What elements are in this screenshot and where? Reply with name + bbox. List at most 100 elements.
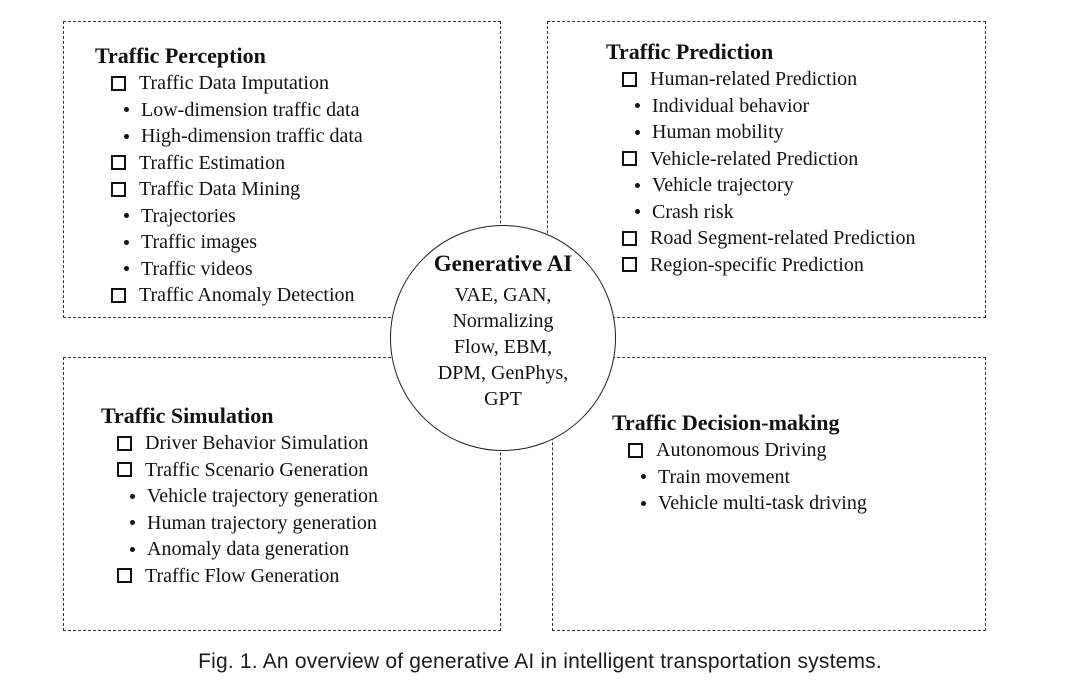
generative-ai-title: Generative AI bbox=[433, 251, 573, 276]
checkbox-square-icon bbox=[622, 71, 637, 87]
bullet-icon bbox=[124, 239, 129, 245]
sub-list-item-label: Anomaly data generation bbox=[147, 538, 350, 560]
sub-list-item: Vehicle multi-task driving bbox=[612, 490, 867, 517]
list-item-label: Traffic Data Mining bbox=[139, 178, 301, 200]
bullet-icon bbox=[124, 213, 129, 219]
sub-list-item-label: Crash risk bbox=[652, 200, 734, 223]
bullet-icon bbox=[130, 493, 135, 499]
checkbox-square-icon bbox=[622, 230, 637, 246]
checkbox-square-icon bbox=[111, 155, 126, 171]
list-item: Autonomous Driving bbox=[612, 437, 867, 464]
prediction-box bbox=[547, 21, 986, 318]
list-item-label: Traffic Data Imputation bbox=[139, 72, 329, 94]
list-item-label: Traffic Scenario Generation bbox=[145, 458, 369, 481]
list-item: Region-specific Prediction bbox=[606, 252, 915, 279]
sub-list-item: Trajectories bbox=[95, 203, 363, 230]
bullet-icon bbox=[124, 133, 129, 139]
sub-list-item-label: Trajectories bbox=[141, 204, 236, 227]
sub-list-item: Human mobility bbox=[606, 119, 915, 146]
simulation-box bbox=[63, 357, 501, 631]
sub-list-item: Vehicle trajectory bbox=[606, 172, 915, 199]
sub-list-item: Human trajectory generation bbox=[101, 510, 378, 537]
checkbox-square-icon bbox=[117, 435, 132, 451]
sub-list-item-label: Vehicle trajectory bbox=[652, 174, 794, 196]
model-line: Normalizing bbox=[452, 310, 554, 332]
list-item-label: Vehicle-related Prediction bbox=[650, 147, 859, 170]
prediction-title: Traffic Prediction bbox=[606, 39, 774, 64]
decision-title: Traffic Decision-making bbox=[612, 410, 840, 435]
sub-list-item: Low-dimension traffic data bbox=[95, 97, 363, 124]
perception-box bbox=[63, 21, 501, 318]
sub-list-item-label: Traffic videos bbox=[141, 257, 253, 280]
model-line: DPM, GenPhys, bbox=[437, 362, 569, 384]
sub-list-item-label: Human mobility bbox=[652, 121, 784, 143]
simulation-title: Traffic Simulation bbox=[101, 403, 274, 428]
perception-section: Traffic Perception Traffic Data Imputati… bbox=[95, 42, 363, 309]
checkbox-square-icon bbox=[111, 287, 126, 303]
simulation-section: Traffic Simulation Driver Behavior Simul… bbox=[101, 402, 378, 589]
bullet-icon bbox=[635, 182, 640, 188]
sub-list-item: Traffic images bbox=[95, 229, 363, 256]
bullet-icon bbox=[635, 209, 640, 215]
bullet-icon bbox=[641, 474, 646, 480]
bullet-icon bbox=[124, 107, 129, 113]
list-item: Traffic Anomaly Detection bbox=[95, 282, 363, 309]
list-item: Traffic Data Mining bbox=[95, 176, 363, 203]
list-item-label: Traffic Anomaly Detection bbox=[139, 284, 355, 306]
sub-list-item-label: Low-dimension traffic data bbox=[141, 98, 360, 121]
checkbox-square-icon bbox=[117, 462, 132, 478]
list-item: Traffic Flow Generation bbox=[101, 563, 378, 590]
sub-list-item-label: Individual behavior bbox=[652, 94, 810, 117]
sub-list-item: Vehicle trajectory generation bbox=[101, 483, 378, 510]
bullet-icon bbox=[635, 129, 640, 135]
checkbox-square-icon bbox=[622, 151, 637, 167]
sub-list-item-label: Vehicle multi-task driving bbox=[658, 492, 867, 514]
checkbox-square-icon bbox=[117, 568, 132, 584]
list-item: Traffic Estimation bbox=[95, 150, 363, 177]
sub-list-item-label: Vehicle trajectory generation bbox=[147, 485, 378, 507]
checkbox-square-icon bbox=[628, 442, 643, 458]
sub-list-item-label: Human trajectory generation bbox=[147, 511, 377, 534]
checkbox-square-icon bbox=[111, 75, 126, 91]
list-item: Traffic Data Imputation bbox=[95, 70, 363, 97]
bullet-icon bbox=[124, 266, 129, 272]
bullet-icon bbox=[641, 500, 646, 506]
list-item: Road Segment-related Prediction bbox=[606, 225, 915, 252]
model-line: VAE, GAN, bbox=[454, 284, 552, 306]
decision-box bbox=[552, 357, 986, 631]
sub-list-item: Anomaly data generation bbox=[101, 536, 378, 563]
checkbox-square-icon bbox=[111, 181, 126, 197]
sub-list-item: Crash risk bbox=[606, 199, 915, 226]
list-item: Vehicle-related Prediction bbox=[606, 146, 915, 173]
checkbox-square-icon bbox=[622, 257, 637, 273]
list-item: Human-related Prediction bbox=[606, 66, 915, 93]
list-item-label: Traffic Flow Generation bbox=[145, 564, 340, 587]
sub-list-item: Train movement bbox=[612, 464, 867, 491]
list-item-label: Driver Behavior Simulation bbox=[145, 432, 369, 454]
sub-list-item-label: Train movement bbox=[658, 465, 791, 488]
decision-section: Traffic Decision-making Autonomous Drivi… bbox=[612, 409, 867, 517]
sub-list-item: High-dimension traffic data bbox=[95, 123, 363, 150]
sub-list-item-label: Traffic images bbox=[141, 231, 258, 253]
list-item-label: Region-specific Prediction bbox=[650, 253, 864, 276]
bullet-icon bbox=[635, 103, 640, 109]
list-item-label: Human-related Prediction bbox=[650, 68, 858, 90]
bullet-icon bbox=[130, 546, 135, 552]
prediction-section: Traffic Prediction Human-related Predict… bbox=[606, 38, 915, 278]
sub-list-item-label: High-dimension traffic data bbox=[141, 125, 363, 147]
bullet-icon bbox=[130, 520, 135, 526]
list-item-label: Road Segment-related Prediction bbox=[650, 227, 916, 249]
sub-list-item: Traffic videos bbox=[95, 256, 363, 283]
list-item: Traffic Scenario Generation bbox=[101, 457, 378, 484]
perception-title: Traffic Perception bbox=[95, 43, 266, 68]
list-item-label: Traffic Estimation bbox=[139, 151, 286, 174]
list-item-label: Autonomous Driving bbox=[656, 439, 827, 461]
figure-caption: Fig. 1. An overview of generative AI in … bbox=[198, 650, 882, 673]
model-line: Flow, EBM, bbox=[453, 336, 553, 358]
